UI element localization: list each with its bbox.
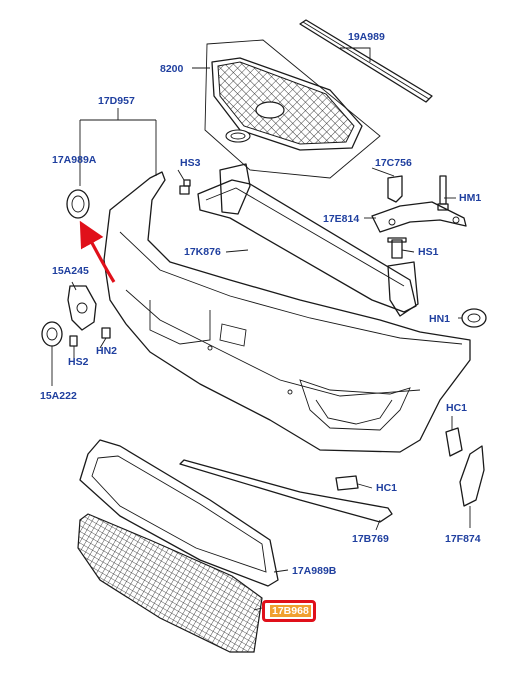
hc1-clip-right xyxy=(445,427,463,457)
lower-grille-frame xyxy=(79,439,279,587)
label-hm1: HM1 xyxy=(459,192,482,204)
hm1-screw xyxy=(437,175,449,211)
label-hn1: HN1 xyxy=(429,313,451,325)
side-bracket-17f874 xyxy=(459,445,485,507)
radiator-grille xyxy=(204,39,381,179)
label-17b769: 17B769 xyxy=(352,533,389,545)
label-15a222: 15A222 xyxy=(40,390,77,402)
label-17b968: 17B968 xyxy=(270,605,311,617)
bumper-reinforcement xyxy=(197,163,419,317)
parking-sensor xyxy=(41,321,63,347)
label-hs1: HS1 xyxy=(418,246,439,258)
sensor-bracket xyxy=(67,285,97,331)
label-17a989b: 17A989B xyxy=(292,565,337,577)
label-17k876: 17K876 xyxy=(184,246,221,258)
label-17c756: 17C756 xyxy=(375,157,412,169)
lower-mesh-grille xyxy=(77,513,263,653)
label-hs2: HS2 xyxy=(68,356,89,368)
hn2-nut xyxy=(101,327,111,339)
lower-moulding-strip xyxy=(179,459,393,523)
label-hc1-right: HC1 xyxy=(446,402,468,414)
label-hn2: HN2 xyxy=(96,345,118,357)
highlighted-part-label[interactable]: 17B968 xyxy=(262,600,316,622)
leader-lines xyxy=(51,47,471,611)
label-19a989: 19A989 xyxy=(348,31,385,43)
hc1-clip-middle xyxy=(335,475,359,491)
label-hc1-middle: HC1 xyxy=(376,482,398,494)
label-15a245: 15A245 xyxy=(52,265,89,277)
hs3-bolt xyxy=(179,179,191,195)
tow-eye-cap xyxy=(66,189,90,219)
label-17e814: 17E814 xyxy=(323,213,360,225)
red-arrow xyxy=(79,220,116,283)
label-17a989a: 17A989A xyxy=(52,154,97,166)
label-17d957: 17D957 xyxy=(98,95,135,107)
hn1-nut xyxy=(461,308,487,328)
bumper-cover xyxy=(103,171,471,453)
bracket-17e814 xyxy=(371,201,467,233)
hs1-bolt xyxy=(387,237,407,259)
clip-17c756 xyxy=(387,175,403,203)
hs2-screw xyxy=(69,335,78,347)
upper-moulding-strip xyxy=(299,19,433,103)
label-8200: 8200 xyxy=(160,63,184,75)
label-17f874: 17F874 xyxy=(445,533,481,545)
label-hs3: HS3 xyxy=(180,157,201,169)
